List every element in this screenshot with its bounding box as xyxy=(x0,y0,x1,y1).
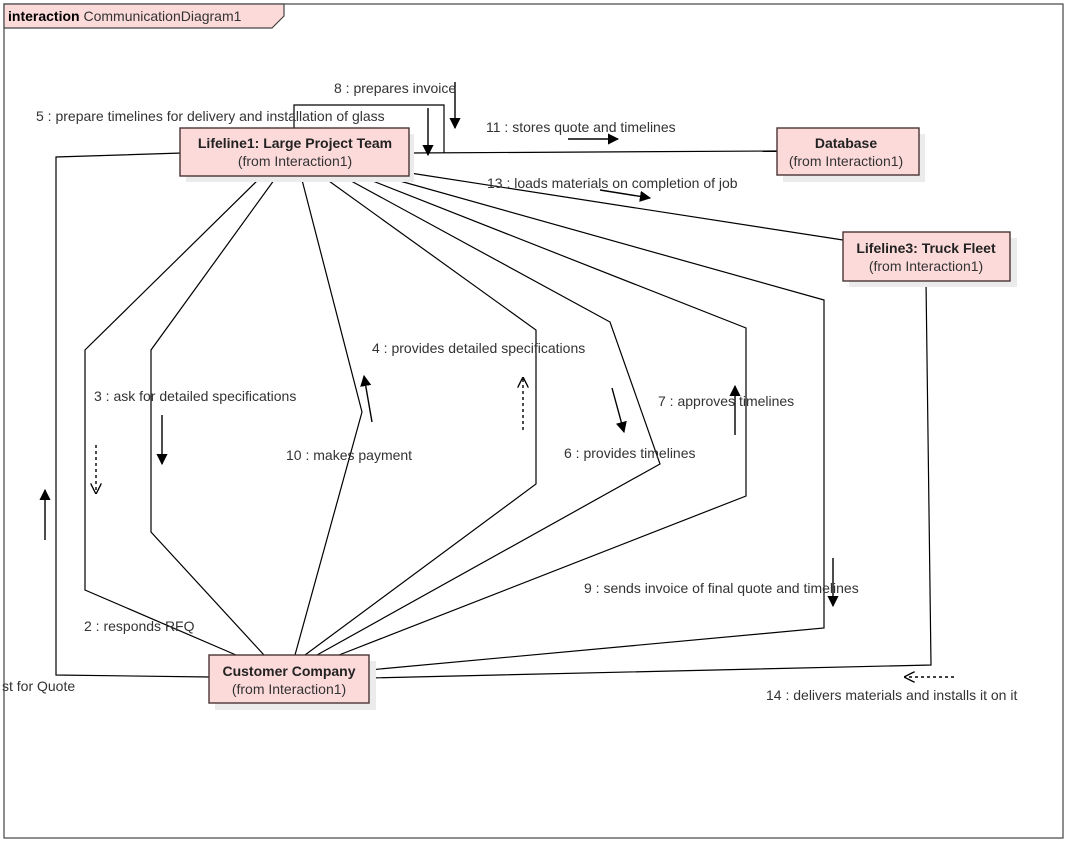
lifeline-truck-title: Lifeline3: Truck Fleet xyxy=(856,240,996,256)
arrow-msg6 xyxy=(611,387,627,434)
link-team-truck[interactable] xyxy=(409,172,844,241)
lifeline-database-title: Database xyxy=(815,135,877,151)
msg-label-8: 8 : prepares invoice xyxy=(334,80,456,96)
lifeline-team[interactable]: Lifeline1: Large Project Team (from Inte… xyxy=(179,127,414,182)
link-rfq-outer[interactable] xyxy=(55,152,211,678)
frame-name: CommunicationDiagram1 xyxy=(83,8,241,24)
arrow-msg10 xyxy=(360,374,373,423)
frame-tab xyxy=(3,3,285,29)
lifeline-team-sub: (from Interaction1) xyxy=(238,153,352,169)
link-truck-customer[interactable] xyxy=(368,280,932,679)
link-provides-timelines[interactable] xyxy=(316,175,661,656)
msg-label-2: 2 : responds RFQ xyxy=(84,618,195,634)
lifeline-team-box xyxy=(179,127,410,177)
message-labels: st for Quote 2 : responds RFQ 3 : ask fo… xyxy=(2,80,1017,703)
msg-label-1: st for Quote xyxy=(2,678,75,694)
msg-label-9: 9 : sends invoice of final quote and tim… xyxy=(584,580,859,596)
msg-label-6: 6 : provides timelines xyxy=(564,445,696,461)
frame-title: interaction CommunicationDiagram1 xyxy=(8,8,242,24)
lifeline-customer-sub: (from Interaction1) xyxy=(232,681,346,697)
link-team-database[interactable] xyxy=(409,150,778,154)
link-ask-specs[interactable] xyxy=(150,175,278,656)
arrow-msg13 xyxy=(599,189,652,202)
link-sends-invoice[interactable] xyxy=(368,175,825,671)
frame-keyword: interaction xyxy=(8,8,80,24)
lifeline-customer-box xyxy=(208,654,370,704)
lifeline-team-title: Lifeline1: Large Project Team xyxy=(198,135,392,151)
link-self-loop[interactable] xyxy=(293,104,445,153)
msg-label-4: 4 : provides detailed specifications xyxy=(372,340,585,356)
frame-border xyxy=(3,3,1064,839)
link-responds-rfq[interactable] xyxy=(84,175,263,656)
msg-label-7: 7 : approves timelines xyxy=(658,393,794,409)
msg-label-3: 3 : ask for detailed specifications xyxy=(94,388,296,404)
lifeline-truck-sub: (from Interaction1) xyxy=(869,258,983,274)
lifeline-database-sub: (from Interaction1) xyxy=(789,153,903,169)
msg-label-13: 13 : loads materials on completion of jo… xyxy=(487,175,738,191)
lifeline-truck[interactable]: Lifeline3: Truck Fleet (from Interaction… xyxy=(842,231,1017,287)
msg-label-10: 10 : makes payment xyxy=(286,447,412,463)
msg-label-11: 11 : stores quote and timelines xyxy=(486,119,676,135)
message-arrows xyxy=(39,82,954,677)
msg-label-14: 14 : delivers materials and installs it … xyxy=(766,687,1017,703)
links xyxy=(55,104,932,679)
lifeline-truck-box xyxy=(842,231,1011,282)
lifeline-customer-title: Customer Company xyxy=(222,663,355,679)
link-provides-specs[interactable] xyxy=(304,175,537,656)
lifeline-database[interactable]: Database (from Interaction1) xyxy=(776,127,925,182)
lifeline-customer[interactable]: Customer Company (from Interaction1) xyxy=(208,654,376,710)
link-approves-timelines[interactable] xyxy=(338,175,747,656)
link-makes-payment[interactable] xyxy=(294,175,363,656)
lifeline-database-box xyxy=(776,127,920,176)
msg-label-5: 5 : prepare timelines for delivery and i… xyxy=(36,108,385,124)
